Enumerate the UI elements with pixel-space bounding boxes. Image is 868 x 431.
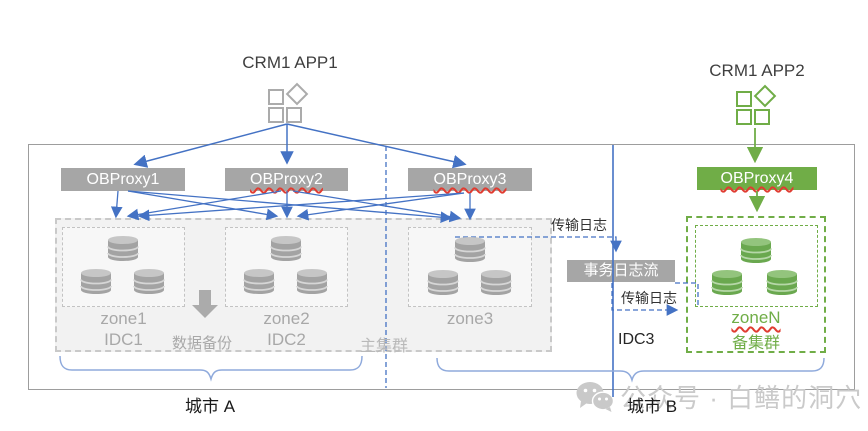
app-grid-icon <box>266 82 309 124</box>
app1-title: CRM1 APP1 <box>242 53 338 72</box>
transaction-log-stream-label: 事务日志流 <box>583 262 659 279</box>
primary-cluster-label: 主集群 <box>360 338 409 355</box>
watermark-text: 公众号 · 白鳝的洞穴 <box>620 383 863 413</box>
zone3-label: zone3 <box>446 309 494 328</box>
zonen-box <box>695 225 818 307</box>
zonen-label: zoneN <box>686 308 826 328</box>
idc3-label: IDC3 <box>618 331 655 348</box>
watermark: 公众号 · 白鳝的洞穴 <box>576 378 862 415</box>
square-icon <box>268 107 284 123</box>
transfer-log-label-top: 传输日志 <box>551 217 607 233</box>
transaction-log-stream-box: 事务日志流 <box>567 260 675 282</box>
diamond-icon <box>285 82 309 106</box>
standby-cluster-label: 备集群 <box>731 335 780 352</box>
square-icon <box>754 109 770 125</box>
obproxy3-label: OBProxy3 <box>433 171 507 188</box>
transfer-log-label-bottom: 传输日志 <box>621 290 677 306</box>
idc2-label: IDC2 <box>267 330 306 349</box>
city-a-label: 城市 A <box>184 397 236 416</box>
obproxy1-box: OBProxy1 <box>61 168 185 191</box>
square-icon <box>736 91 752 107</box>
diamond-icon <box>753 84 777 108</box>
app2-title: CRM1 APP2 <box>709 61 805 80</box>
zone2-label: zone2 <box>263 309 310 328</box>
zone1-label: zone1 <box>100 309 147 328</box>
square-icon <box>286 107 302 123</box>
square-icon <box>268 89 284 105</box>
idc1-label: IDC1 <box>104 330 143 349</box>
zone2-box <box>225 227 348 307</box>
app-grid-icon <box>734 84 777 126</box>
zone1-box <box>62 227 185 307</box>
obproxy4-box: OBProxy4 <box>697 167 817 190</box>
zonen-text: zoneN <box>731 308 781 327</box>
square-icon <box>736 109 752 125</box>
wechat-icon <box>576 381 614 412</box>
zone3-box <box>408 227 532 307</box>
obproxy1-label: OBProxy1 <box>86 171 160 188</box>
obproxy2-label: OBProxy2 <box>250 171 323 188</box>
city-b-label: 城市 B <box>626 397 678 416</box>
obproxy4-label: OBProxy4 <box>720 170 794 187</box>
data-backup-label: 数据备份 <box>172 335 233 352</box>
obproxy3-box: OBProxy3 <box>408 168 532 191</box>
obproxy2-box: OBProxy2 <box>225 168 348 191</box>
